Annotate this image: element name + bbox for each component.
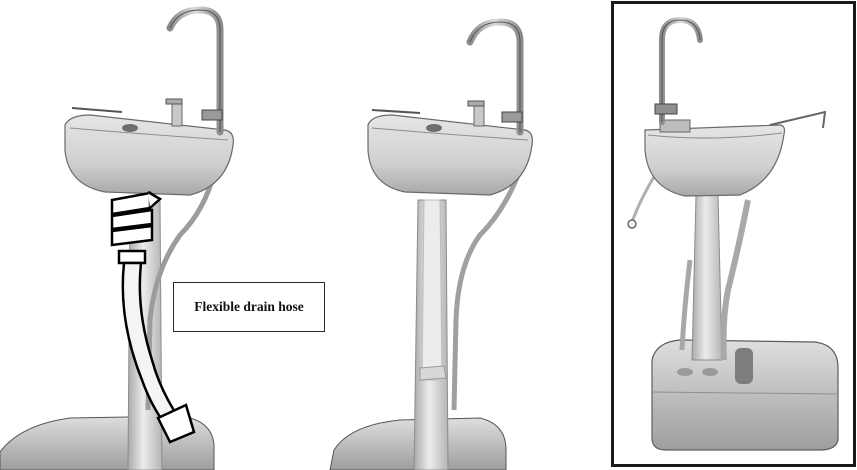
panel-sink-side-view (613, 3, 855, 466)
spring-coupling-highlight (112, 192, 160, 245)
panel-sink-assembled (330, 22, 532, 470)
panel-sink-with-hose (0, 10, 233, 470)
drain-hose-callout: Flexible drain hose (173, 282, 325, 332)
drain-hose-callout-text: Flexible drain hose (194, 299, 304, 315)
